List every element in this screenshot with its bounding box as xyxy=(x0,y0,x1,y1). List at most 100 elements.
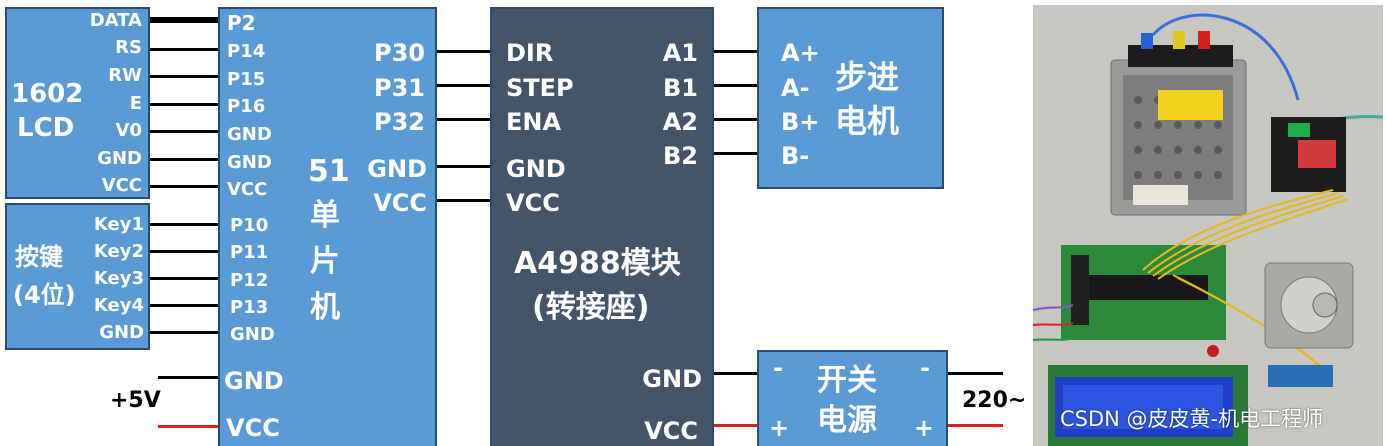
wire-e xyxy=(150,103,220,106)
psu-title-line1: 开关 xyxy=(817,363,877,398)
mcu-pin-gnd-right: GND xyxy=(367,155,427,183)
driver-pin-vcc: VCC xyxy=(506,189,560,217)
wire-key2 xyxy=(150,250,220,253)
lcd-block: 1602 LCD DATA RS RW E V0 GND VCC xyxy=(5,7,150,199)
wire-b1 xyxy=(714,84,759,87)
wire-lcd-vcc xyxy=(150,185,220,188)
mcu-pin-vcc-right: VCC xyxy=(373,189,427,217)
wire-psu-vcc xyxy=(714,424,759,427)
wire-data-bus xyxy=(150,17,220,23)
wire-ctrl-vcc xyxy=(437,199,492,202)
wire-step xyxy=(437,84,492,87)
mcu-title-ji: 机 xyxy=(310,290,340,325)
hardware-photo xyxy=(1033,5,1383,446)
driver-title-line1: A4988模块 xyxy=(514,246,681,281)
keys-title-line2: (4位) xyxy=(13,281,76,309)
mcu-pin-p30: P30 xyxy=(374,39,425,67)
motor-pin-a-plus: A+ xyxy=(781,39,820,67)
mcu-title-51: 51 xyxy=(308,154,350,189)
driver-pin-dir: DIR xyxy=(506,39,554,67)
wire-a2 xyxy=(714,118,759,121)
mcu-pin-vcc-power: VCC xyxy=(226,414,280,442)
motor-title-line1: 步进 xyxy=(835,58,900,96)
lcd-pin-vcc: VCC xyxy=(101,175,142,196)
lcd-title-line1: 1602 xyxy=(11,79,84,109)
csdn-watermark: CSDN @皮皮黄-机电工程师 xyxy=(1060,407,1324,431)
driver-title-line2: (转接座) xyxy=(532,290,650,325)
mcu-pin-gnd-1: GND xyxy=(227,124,272,145)
wire-mcu-vcc-in xyxy=(158,425,220,428)
mcu-pin-p16: P16 xyxy=(227,96,266,117)
wire-psu-gnd xyxy=(714,372,759,375)
driver-pin-gnd: GND xyxy=(506,155,566,183)
mcu-pin-vcc-1: VCC xyxy=(227,179,268,200)
motor-block: A+ A- B+ B- 步进 电机 xyxy=(757,7,944,189)
driver-pin-gnd-power: GND xyxy=(642,365,702,393)
wire-key4 xyxy=(150,304,220,307)
wire-ac-2 xyxy=(948,424,1003,427)
lcd-title-line2: LCD xyxy=(17,113,75,143)
plus5v-label: +5V xyxy=(110,388,161,413)
mcu-pin-p12: P12 xyxy=(230,270,269,291)
key-pin-4: Key4 xyxy=(93,295,144,316)
mcu-pin-gnd-power: GND xyxy=(224,367,284,395)
psu-block: - - + + 开关 电源 xyxy=(757,350,948,446)
wire-key3 xyxy=(150,277,220,280)
wire-key-gnd xyxy=(150,331,220,334)
mcu-pin-p11: P11 xyxy=(230,242,269,263)
wire-ac-1 xyxy=(948,372,1003,375)
key-pin-1: Key1 xyxy=(93,214,144,235)
motor-pin-a-minus: A- xyxy=(781,74,810,102)
lcd-pin-v0: V0 xyxy=(115,120,142,141)
keys-block: 按键 (4位) Key1 Key2 Key3 Key4 GND xyxy=(5,203,150,350)
mcu-pin-p14: P14 xyxy=(227,41,266,62)
key-pin-3: Key3 xyxy=(93,268,144,289)
wire-b2 xyxy=(714,152,759,155)
driver-pin-vcc-power: VCC xyxy=(644,417,698,445)
a4988-block: DIR STEP ENA GND VCC A1 B1 A2 B2 A4988模块… xyxy=(490,7,714,446)
wire-lcd-gnd xyxy=(150,158,220,161)
mcu-pin-p15: P15 xyxy=(227,69,266,90)
psu-title-line2: 电源 xyxy=(817,403,877,438)
driver-pin-ena: ENA xyxy=(506,108,562,136)
lcd-pin-gnd: GND xyxy=(97,148,142,169)
mcu-title-dan: 单 xyxy=(310,198,340,233)
mcu-pin-p2: P2 xyxy=(227,11,256,35)
psu-minus-right: - xyxy=(920,354,930,382)
mcu-pin-p13: P13 xyxy=(230,297,269,318)
lcd-pin-rw: RW xyxy=(108,65,142,86)
wire-v0 xyxy=(150,130,220,133)
wire-mcu-gnd-in xyxy=(158,376,220,379)
psu-plus-left: + xyxy=(769,414,790,442)
driver-pin-step: STEP xyxy=(506,74,574,102)
driver-pin-a2: A2 xyxy=(662,108,698,136)
wire-dir xyxy=(437,50,492,53)
lcd-pin-data: DATA xyxy=(89,10,142,31)
key-pin-gnd: GND xyxy=(99,322,144,343)
mcu-title-pian: 片 xyxy=(310,244,340,279)
hardware-photo-drawing xyxy=(1033,5,1383,446)
mcu-pin-p10: P10 xyxy=(230,215,269,236)
wire-ctrl-gnd xyxy=(437,165,492,168)
motor-pin-b-plus: B+ xyxy=(781,108,820,136)
ac-220-label: 220~ xyxy=(962,388,1027,413)
mcu-pin-gnd-2: GND xyxy=(227,152,272,173)
driver-pin-a1: A1 xyxy=(662,39,698,67)
wire-a1 xyxy=(714,50,759,53)
keys-title-line1: 按键 xyxy=(15,243,63,271)
wire-rw xyxy=(150,75,220,78)
key-pin-2: Key2 xyxy=(93,241,144,262)
driver-pin-b2: B2 xyxy=(663,142,698,170)
lcd-pin-e: E xyxy=(129,93,142,114)
mcu-pin-gnd-3: GND xyxy=(230,324,275,345)
motor-pin-b-minus: B- xyxy=(781,142,810,170)
driver-pin-b1: B1 xyxy=(663,74,698,102)
wire-key1 xyxy=(150,223,220,226)
mcu-pin-p31: P31 xyxy=(374,74,425,102)
mcu-pin-p32: P32 xyxy=(374,108,425,136)
psu-plus-right: + xyxy=(913,414,934,442)
psu-minus-left: - xyxy=(773,354,783,382)
motor-title-line2: 电机 xyxy=(835,102,900,140)
lcd-pin-rs: RS xyxy=(115,37,142,58)
mcu-block: P2 P14 P15 P16 GND GND VCC P10 P11 P12 P… xyxy=(218,7,437,446)
